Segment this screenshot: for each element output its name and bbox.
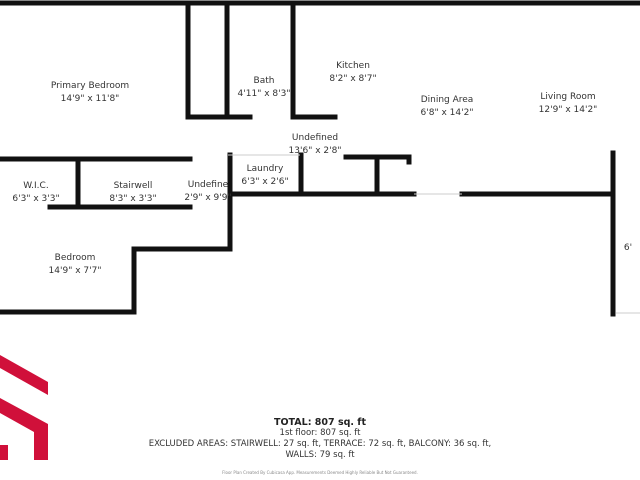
area-summary: TOTAL: 807 sq. ft 1st floor: 807 sq. ft …: [149, 417, 492, 478]
room-name: Dining Area: [420, 95, 474, 105]
room-name: Undefined: [291, 133, 339, 143]
room-partial-right: 6': [624, 242, 632, 255]
room-dining-area: Dining Area 6'8" x 14'2": [421, 94, 474, 120]
room-name: Primary Bedroom: [50, 81, 130, 91]
room-size: 8'2" x 8'7": [329, 74, 377, 84]
logo-door: [0, 445, 8, 460]
logo-roof-lower: [0, 398, 48, 460]
room-living-room: Living Room 12'9" x 14'2": [539, 91, 598, 117]
room-bath: Bath 4'11" x 8'3": [238, 75, 291, 101]
room-size: 13'6" x 2'8": [288, 146, 342, 156]
room-size: 4'11" x 8'3": [237, 89, 291, 99]
room-size: 14'9" x 7'7": [48, 266, 102, 276]
wall: [0, 152, 233, 315]
room-size: 14'9" x 11'8": [60, 94, 120, 104]
room-undefined-hall: Undefined 13'6" x 2'8": [289, 132, 342, 158]
room-size: 6'8" x 14'2": [420, 108, 474, 118]
walls-area: WALLS: 79 sq. ft: [285, 450, 355, 460]
room-size: 6': [623, 243, 633, 253]
credit-note: Floor Plan Created By Cubicasa App. Meas…: [222, 470, 418, 475]
company-logo: [0, 355, 48, 460]
room-name: Undefine: [187, 180, 229, 190]
logo-roof-upper: [0, 355, 48, 395]
room-size: 8'3" x 3'3": [109, 194, 157, 204]
wall: [343, 154, 412, 165]
room-laundry: Laundry 6'3" x 2'6": [241, 163, 288, 189]
room-name: Living Room: [540, 92, 596, 102]
room-name: Kitchen: [336, 61, 370, 71]
floor-area: 1st floor: 807 sq. ft: [279, 428, 361, 438]
room-name: Bath: [253, 76, 275, 86]
room-stairwell: Stairwell 8'3" x 3'3": [109, 180, 156, 206]
room-name: Stairwell: [113, 181, 153, 191]
room-name: Laundry: [246, 164, 284, 174]
room-undefined-closet: Undefine 2'9" x 9'9": [184, 179, 231, 205]
room-bedroom: Bedroom 14'9" x 7'7": [49, 252, 102, 278]
room-wic: W.I.C. 6'3" x 3'3": [12, 180, 59, 206]
room-name: W.I.C.: [23, 181, 49, 191]
room-size: 2'9" x 9'9": [184, 193, 232, 203]
total-area: TOTAL: 807 sq. ft: [273, 417, 366, 428]
room-size: 12'9" x 14'2": [538, 105, 598, 115]
wall: [290, 0, 338, 120]
room-size: 6'3" x 2'6": [241, 177, 289, 187]
excluded-areas: EXCLUDED AREAS: STAIRWELL: 27 sq. ft, TE…: [148, 439, 492, 449]
room-primary-bedroom: Primary Bedroom 14'9" x 11'8": [51, 80, 129, 106]
room-kitchen: Kitchen 8'2" x 8'7": [329, 60, 376, 86]
room-name: Bedroom: [54, 253, 96, 263]
room-size: 6'3" x 3'3": [12, 194, 60, 204]
